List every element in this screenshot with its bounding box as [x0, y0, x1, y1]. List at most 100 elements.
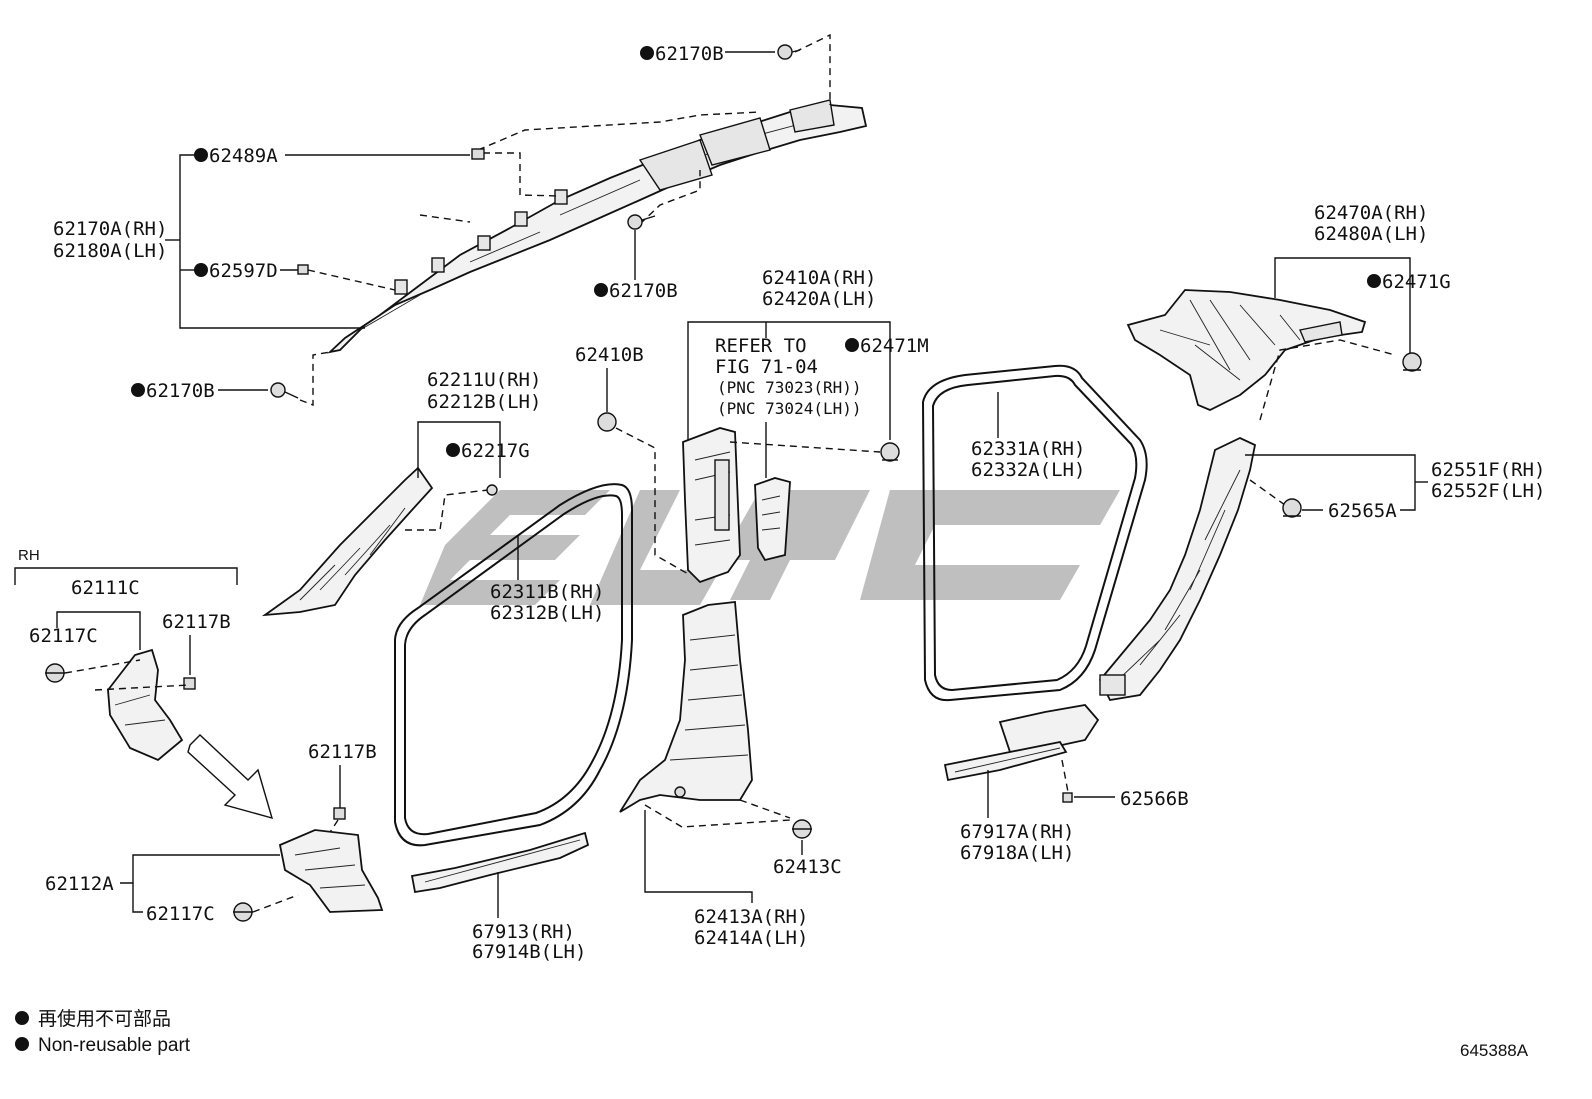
- cowl-lower-bracket: [132, 883, 143, 913]
- label-62413a-rh: 62413A(RH): [694, 906, 808, 928]
- rear-scuff-plate[interactable]: [943, 704, 1100, 782]
- seatbelt-anchor[interactable]: [754, 477, 791, 562]
- screw-icon[interactable]: [777, 44, 801, 60]
- non-reusable-dot: [446, 443, 460, 457]
- label-62111c: 62111C: [71, 577, 140, 599]
- legend-jp: 再使用不可部品: [38, 1008, 171, 1030]
- label-62170b-top: 62170B: [655, 43, 724, 65]
- figure-number: 645388A: [1460, 1041, 1529, 1060]
- clip-icon[interactable]: [1402, 352, 1422, 372]
- leader: [64, 659, 141, 674]
- clip-icon[interactable]: [880, 442, 900, 462]
- clip-icon[interactable]: [333, 807, 346, 820]
- label-62414a-lh: 62414A(LH): [694, 927, 808, 949]
- leader: [324, 819, 339, 841]
- screw-icon[interactable]: [627, 214, 656, 230]
- label-62217g: 62217G: [461, 440, 530, 462]
- non-reusable-dot: [1367, 274, 1381, 288]
- label-62420a-lh: 62420A(LH): [762, 288, 876, 310]
- leader: [1061, 759, 1069, 793]
- center-pillar-lower-garnish[interactable]: [619, 601, 753, 813]
- refer-pnc-lh: (PNC 73024(LH)): [717, 399, 862, 418]
- label-62112a: 62112A: [45, 873, 114, 895]
- non-reusable-dot: [845, 338, 859, 352]
- screw-icon[interactable]: [270, 382, 299, 399]
- leader: [1249, 479, 1286, 506]
- leader: [739, 799, 791, 819]
- quarter-trim-upper[interactable]: [1126, 289, 1367, 411]
- clip-icon[interactable]: [1062, 792, 1073, 803]
- label-62489a: 62489A: [209, 145, 278, 167]
- leader: [644, 804, 791, 828]
- clip-icon[interactable]: [597, 412, 617, 432]
- label-62410a-rh: 62410A(RH): [762, 267, 876, 289]
- non-reusable-dot: [194, 148, 208, 162]
- label-62597d: 62597D: [209, 260, 278, 282]
- clip-icon[interactable]: [486, 484, 498, 496]
- label-62170b-bot: 62170B: [146, 380, 215, 402]
- cowl-group-bracket: [56, 611, 141, 650]
- leader: [252, 894, 299, 913]
- clip-icon[interactable]: [183, 677, 196, 690]
- label-62212b-lh: 62212B(LH): [427, 391, 541, 413]
- leader: [615, 427, 691, 576]
- non-reusable-dot: [194, 263, 208, 277]
- label-62565a: 62565A: [1328, 500, 1397, 522]
- rh-tag: RH: [18, 547, 40, 564]
- label-62312b-lh: 62312B(LH): [490, 602, 604, 624]
- b-upper-bracket: [687, 321, 891, 440]
- a-pillar-garnish[interactable]: [327, 99, 868, 354]
- cowl-side-trim-rh[interactable]: [107, 648, 184, 762]
- clip-icon[interactable]: [233, 902, 253, 922]
- clip-icon[interactable]: [471, 148, 485, 160]
- label-62410b: 62410B: [575, 344, 644, 366]
- refer-fig-text: FIG 71-04: [715, 356, 818, 378]
- label-62211u-rh: 62211U(RH): [427, 369, 541, 391]
- label-62311b-rh: 62311B(RH): [490, 581, 604, 603]
- arrow-icon: [187, 734, 274, 820]
- non-reusable-dot: [15, 1037, 29, 1051]
- label-62117b: 62117B: [162, 611, 231, 633]
- label-62170a-rh: 62170A(RH): [53, 218, 167, 240]
- label-62117b-lower: 62117B: [308, 741, 377, 763]
- leader: [729, 441, 881, 453]
- front-scuff-plate[interactable]: [410, 831, 590, 894]
- center-pillar-upper-garnish[interactable]: [682, 427, 741, 584]
- label-62117c-lower: 62117C: [146, 903, 215, 925]
- front-pillar-garnish[interactable]: [261, 466, 434, 617]
- label-62332a-lh: 62332A(LH): [971, 459, 1085, 481]
- rh-bracket: [14, 567, 238, 585]
- non-reusable-dot: [131, 383, 145, 397]
- front-door-weatherstrip[interactable]: [394, 483, 633, 847]
- rear-door-weatherstrip[interactable]: [921, 364, 1148, 702]
- label-67917a-rh: 67917A(RH): [960, 821, 1074, 843]
- a-pillar-leaders: [165, 33, 831, 407]
- clip-icon[interactable]: [1282, 498, 1302, 518]
- label-67913-rh: 67913(RH): [472, 921, 575, 943]
- refer-pnc-rh: (PNC 73023(RH)): [717, 378, 862, 397]
- label-62331a-rh: 62331A(RH): [971, 438, 1085, 460]
- label-62117c: 62117C: [29, 625, 98, 647]
- label-62180a-lh: 62180A(LH): [53, 240, 167, 262]
- front-pillar-leaders: [405, 421, 501, 531]
- label-62170b-mid: 62170B: [609, 280, 678, 302]
- non-reusable-dot: [640, 46, 654, 60]
- c-pillar-garnish[interactable]: [1098, 437, 1257, 701]
- label-67918a-lh: 67918A(LH): [960, 842, 1074, 864]
- label-62566b: 62566B: [1120, 788, 1189, 810]
- clip-icon[interactable]: [297, 264, 309, 275]
- clip-icon[interactable]: [45, 663, 65, 683]
- legend-en: Non-reusable part: [38, 1035, 191, 1056]
- label-62552f-lh: 62552F(LH): [1431, 480, 1545, 502]
- refer-to-text: REFER TO: [715, 335, 807, 357]
- clip-icon[interactable]: [792, 819, 812, 839]
- label-62413c: 62413C: [773, 856, 842, 878]
- label-62471g: 62471G: [1382, 271, 1451, 293]
- cowl-side-trim-lower[interactable]: [278, 829, 384, 913]
- label-62470a-rh: 62470A(RH): [1314, 202, 1428, 224]
- label-67914b-lh: 67914B(LH): [472, 941, 586, 963]
- b-lower-bracket: [644, 810, 753, 903]
- leader: [1259, 339, 1396, 421]
- label-62551f-rh: 62551F(RH): [1431, 459, 1545, 481]
